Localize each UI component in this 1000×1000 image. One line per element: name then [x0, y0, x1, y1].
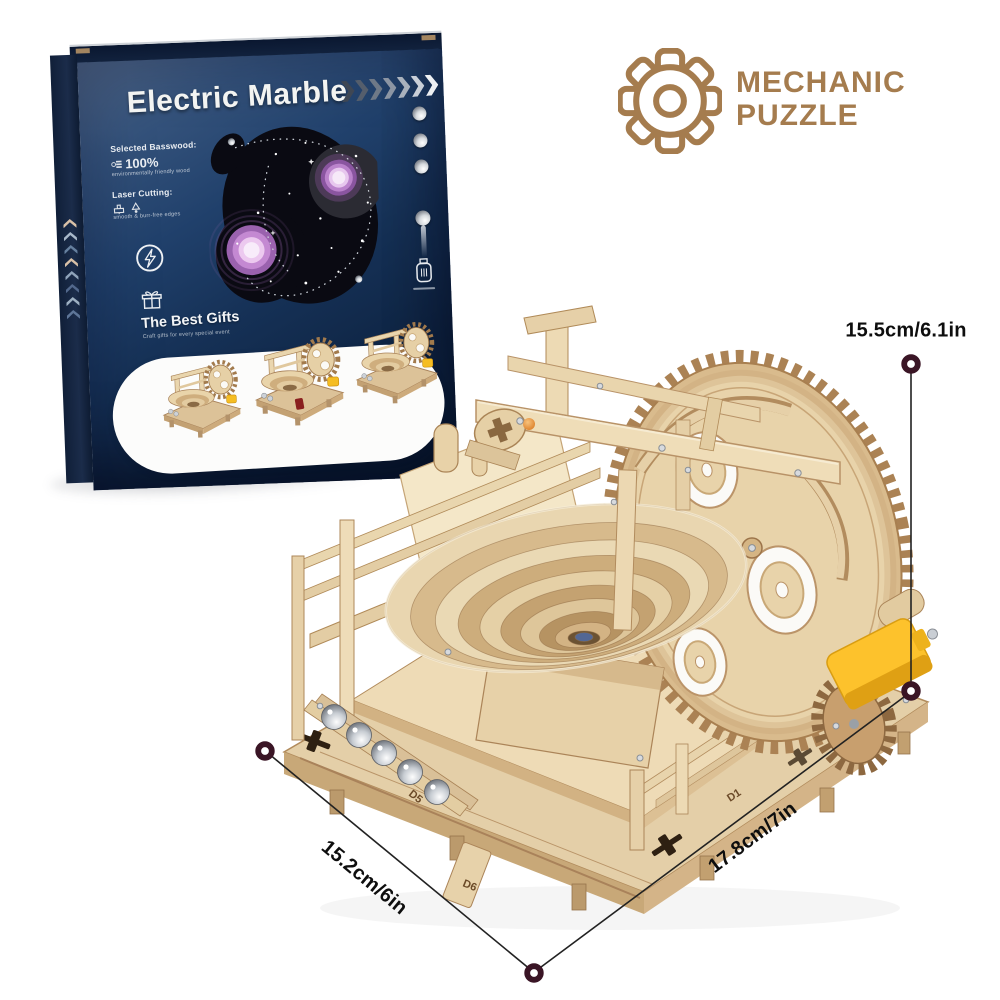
chevron-up-icon	[65, 258, 78, 267]
logo-text: MECHANIC PUZZLE	[736, 66, 906, 132]
dimension-depth-label: 17.8cm/7in	[704, 797, 802, 878]
battery-jar-icon	[416, 258, 432, 283]
engraving-label: D5	[406, 788, 424, 806]
engraving-label: D6	[461, 878, 479, 894]
funnel-support	[475, 639, 665, 769]
box-mini-model	[355, 324, 438, 405]
feature-laser: Laser Cutting: smooth & burr-free edges	[112, 186, 181, 221]
launcher-holder	[473, 408, 527, 452]
base-platform	[282, 561, 930, 930]
gift-icon	[141, 291, 162, 309]
spiral-funnel	[384, 502, 748, 674]
chevron-up-icon	[64, 232, 77, 241]
mini-motor-red	[294, 397, 305, 410]
lid-notch	[75, 48, 90, 54]
orange-marble	[523, 418, 535, 430]
planet-purple-bottom	[208, 209, 295, 292]
cross-cutout	[787, 748, 813, 766]
chevron-up-icon	[65, 271, 78, 280]
product-box: Electric Marble Selected Basswood:	[49, 30, 459, 494]
dotted-orbit-path	[234, 138, 372, 297]
top-beams	[464, 305, 841, 485]
cross-cutout	[651, 834, 683, 856]
lid-notch	[421, 34, 436, 41]
brand-logo: MECHANIC PUZZLE	[618, 48, 906, 154]
feature-basswood: Selected Basswood: 100% environmentally …	[110, 139, 198, 178]
center-posts	[612, 419, 691, 631]
box-front-face: Electric Marble Selected Basswood:	[77, 48, 459, 491]
laser-cutter-icon	[113, 204, 125, 215]
gear-cutout	[672, 627, 728, 697]
space-nebula-art	[208, 126, 383, 304]
mini-models	[77, 49, 458, 491]
gear-cutout	[675, 431, 739, 509]
big-gear	[602, 349, 925, 755]
marble-dot	[227, 138, 235, 146]
logo-line2: PUZZLE	[736, 99, 859, 132]
marble-rail	[303, 693, 479, 817]
cross-cutout	[297, 730, 331, 752]
lightning-icon	[136, 244, 164, 272]
chevron-up-icon	[67, 310, 80, 319]
engraving-label: D1	[725, 787, 743, 805]
gear-icon	[618, 48, 722, 154]
wood-planks-icon	[111, 160, 122, 169]
chevron-up-icon	[66, 284, 79, 293]
dimension-height-label: 15.5cm/6.1in	[845, 319, 967, 342]
planet-purple-top	[314, 153, 363, 202]
chevron-up-icon	[64, 245, 77, 254]
box-mini-model	[162, 361, 241, 439]
marble-dot	[355, 275, 363, 283]
small-gear	[811, 672, 897, 776]
motor-yellow	[826, 618, 938, 710]
chevron-up-icon	[66, 297, 79, 306]
stars	[236, 141, 369, 285]
box-mini-model	[254, 339, 344, 427]
engravings: D5 D6 D1	[406, 787, 743, 894]
gear-cutout	[746, 545, 818, 635]
front-leg	[442, 841, 492, 909]
logo-line1: MECHANIC	[736, 66, 906, 99]
recycle-icon	[131, 202, 141, 213]
chevron-up-icon	[63, 219, 76, 228]
marbles	[321, 704, 450, 805]
dimension-width-label: 15.2cm/6in	[317, 835, 412, 920]
